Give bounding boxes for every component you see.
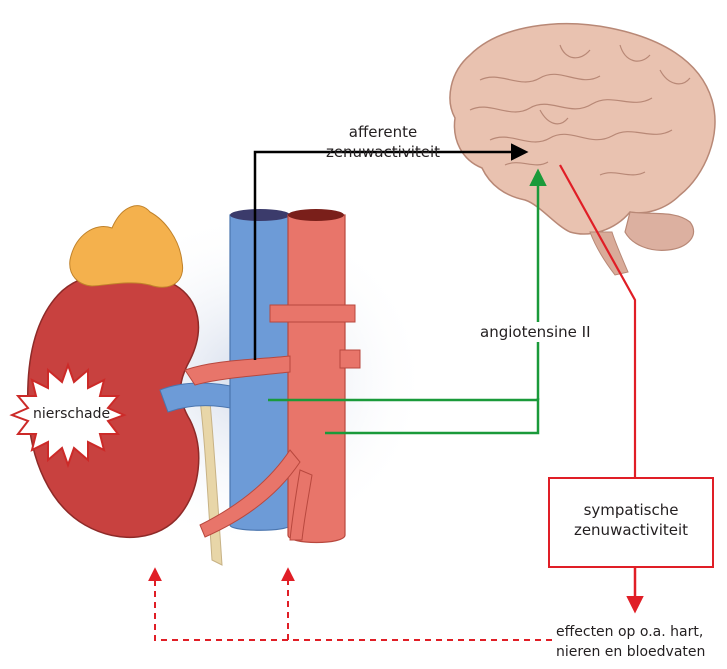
- afferent-label-line1: afferente: [318, 122, 448, 142]
- sympathetic-label: sympatische zenuwactiviteit: [551, 500, 711, 540]
- damage-label: nierschade: [33, 404, 110, 424]
- brain-illustration: [450, 24, 715, 275]
- angiotensin-label: angiotensine II: [478, 322, 593, 342]
- effects-label-line2: nieren en bloedvaten: [556, 642, 705, 662]
- effects-label: effecten op o.a. hart, nieren en bloedva…: [556, 622, 705, 662]
- afferent-label: afferente zenuwactiviteit: [318, 122, 448, 162]
- sympathetic-label-line2: zenuwactiviteit: [551, 520, 711, 540]
- sympathetic-label-line1: sympatische: [551, 500, 711, 520]
- feedback-dashed-line: [155, 570, 552, 640]
- afferent-label-line2: zenuwactiviteit: [318, 142, 448, 162]
- effects-label-line1: effecten op o.a. hart,: [556, 622, 705, 642]
